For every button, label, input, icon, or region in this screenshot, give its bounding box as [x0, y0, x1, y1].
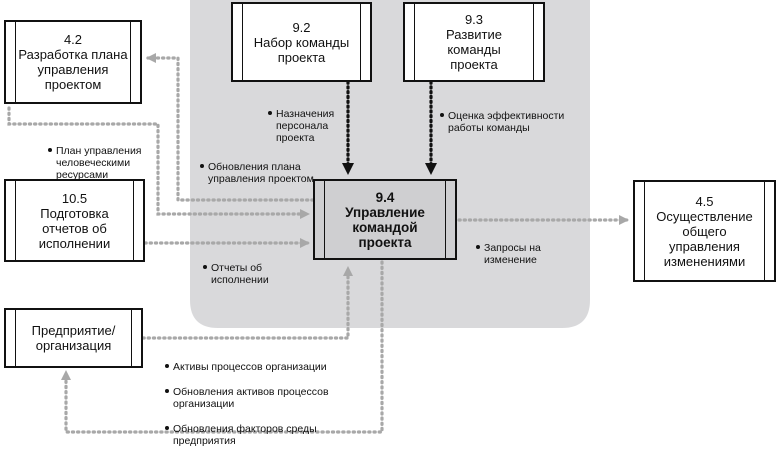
bullet-dot	[200, 164, 204, 169]
process-box-4-2: 4.2 Разработка плана управления проектом	[4, 20, 142, 104]
process-title: Управление командой проекта	[345, 204, 425, 250]
process-box-4-5: 4.5 Осуществление общего управления изме…	[633, 180, 776, 282]
org-output-item: Активы процессов организации	[165, 361, 329, 373]
label-performance-reports: Отчеты об исполнении	[203, 250, 269, 286]
process-number: 9.2	[292, 19, 311, 35]
bullet-dot	[165, 426, 169, 431]
process-number: 9.3	[464, 12, 484, 27]
label-text: План управления человеческими ресурсами	[56, 145, 142, 181]
process-title: Осуществление общего управления изменени…	[656, 208, 753, 269]
process-box-9-3: 9.3 Развитие команды проекта	[403, 2, 545, 82]
process-box-9-2: 9.2 Набор команды проекта	[231, 2, 372, 82]
process-title: Подготовка отчетов об исполнении	[38, 205, 111, 251]
flow-org-updates	[61, 260, 384, 434]
flow-hr-plan	[7, 106, 310, 219]
org-output-item: Обновления активов процессов организации	[165, 386, 329, 410]
diagram-canvas	[7, 0, 629, 434]
label-text: Обновления факторов среды предприятия	[173, 423, 317, 447]
process-title: Развитие команды проекта	[446, 27, 502, 72]
bullet-dot	[165, 389, 169, 394]
label-text: Запросы на изменение	[484, 242, 541, 266]
label-team-performance: Оценка эффективности работы команды	[440, 98, 564, 134]
label-text: Назначения персонала проекта	[276, 108, 335, 144]
process-title: Разработка плана управления проектом	[18, 47, 128, 92]
label-text: Обновления активов процессов организации	[173, 386, 329, 410]
process-region	[190, 0, 590, 328]
label-text: Активы процессов организации	[173, 361, 327, 373]
label-org-outputs: Активы процессов организации Обновления …	[165, 349, 329, 459]
label-hr-plan: План управления человеческими ресурсами	[48, 133, 142, 181]
process-title: Набор команды проекта	[253, 34, 350, 65]
label-change-requests: Запросы на изменение	[476, 230, 541, 266]
flow-opa-in	[141, 266, 353, 340]
process-number: 4.5	[695, 193, 714, 209]
label-plan-updates: Обновления плана управления проектом	[200, 149, 314, 185]
bullet-dot	[165, 364, 169, 369]
process-number: 4.2	[63, 32, 83, 47]
flow-plan-updates	[146, 53, 315, 202]
label-staff-assignments: Назначения персонала проекта	[268, 96, 334, 144]
org-output-item: Обновления факторов среды предприятия	[165, 423, 329, 447]
bullet-dot	[203, 265, 207, 270]
process-box-10-5: 10.5 Подготовка отчетов об исполнении	[4, 179, 145, 262]
label-text: Оценка эффективности работы команды	[448, 110, 565, 134]
bullet-dot	[48, 148, 52, 153]
entity-box-organization: Предприятие/ организация	[4, 308, 143, 368]
label-text: Отчеты об исполнении	[211, 262, 269, 286]
bullet-dot	[268, 111, 272, 116]
process-number: 10.5	[61, 190, 88, 206]
process-number: 9.4	[375, 189, 395, 205]
entity-title: Предприятие/ организация	[31, 323, 116, 353]
label-text: Обновления плана управления проектом	[208, 161, 314, 185]
bullet-dot	[476, 245, 480, 250]
bullet-dot	[440, 113, 444, 118]
process-box-9-4: 9.4 Управление командой проекта	[313, 179, 457, 260]
